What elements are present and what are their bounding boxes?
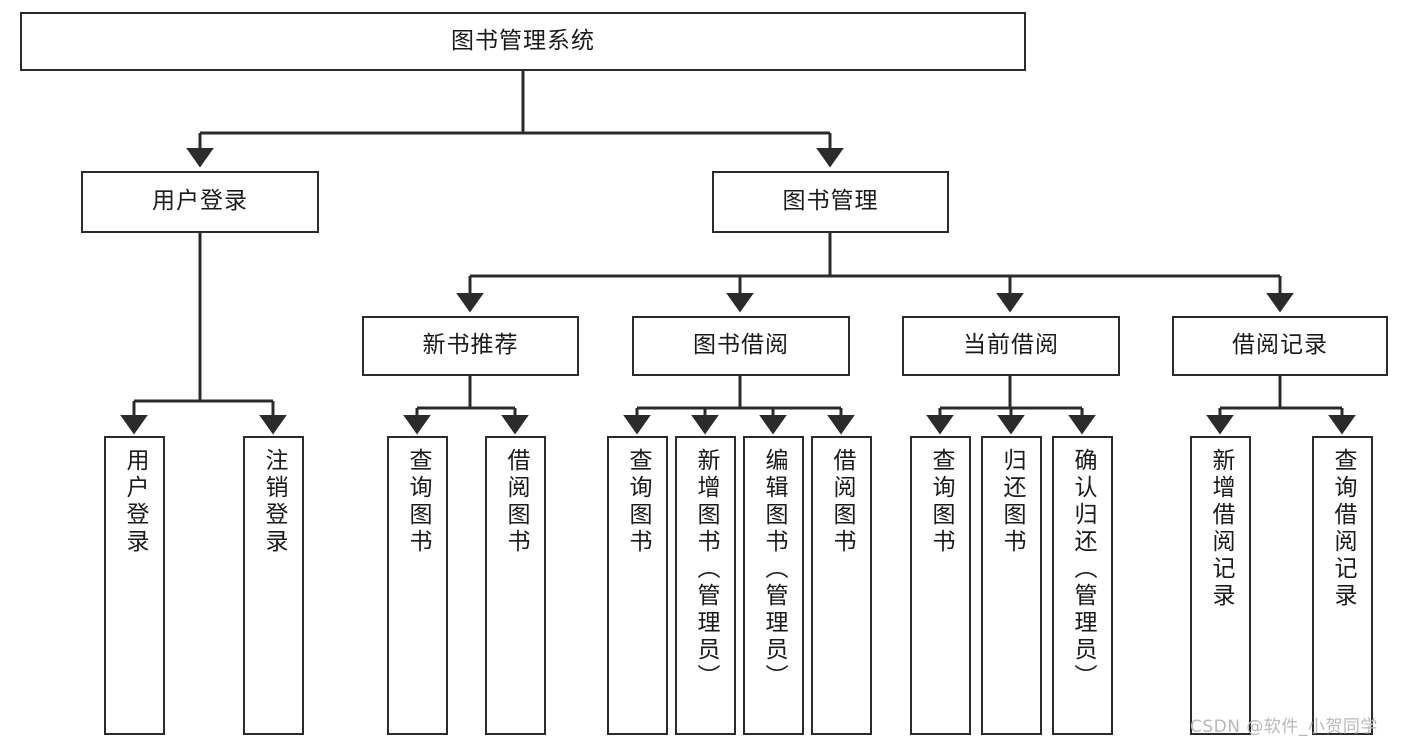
node-borrow-record[interactable]: 借阅记录 [1172,316,1388,376]
node-leaf-return-book[interactable]: 归还图书 [981,436,1042,735]
node-label: 查询图书 [625,448,651,556]
node-label: 图书管理系统 [451,27,595,54]
node-leaf-query-book-1[interactable]: 查询图书 [387,436,448,735]
node-label: 确认归还（管理员） [1070,448,1096,691]
node-leaf-add-record[interactable]: 新增借阅记录 [1190,436,1251,735]
node-label: 查询图书 [405,448,431,556]
node-label: 查询图书 [928,448,954,556]
node-label: 新书推荐 [422,332,519,359]
node-user-login[interactable]: 用户登录 [81,171,319,233]
csdn-watermark: CSDN @软件_小贺同学 [1190,717,1378,737]
node-leaf-add-book[interactable]: 新增图书（管理员） [675,436,736,735]
node-label: 借阅图书 [503,448,529,556]
node-label: 用户登录 [122,448,148,556]
node-label: 新增图书（管理员） [693,448,719,691]
node-label: 用户登录 [152,188,248,215]
node-leaf-query-book-2[interactable]: 查询图书 [607,436,668,735]
node-label: 图书管理 [782,188,879,215]
node-label: 图书借阅 [693,332,789,359]
node-label: 归还图书 [999,448,1025,556]
node-label: 借阅图书 [829,448,855,556]
node-leaf-edit-book[interactable]: 编辑图书（管理员） [743,436,804,735]
node-label: 编辑图书（管理员） [761,448,787,691]
node-leaf-user-login[interactable]: 用户登录 [104,436,165,735]
node-root-system[interactable]: 图书管理系统 [20,12,1026,71]
node-label: 借阅记录 [1232,332,1328,359]
node-book-manage[interactable]: 图书管理 [712,171,949,233]
node-label: 查询借阅记录 [1330,448,1356,610]
node-label: 当前借阅 [963,332,1059,359]
node-leaf-query-record[interactable]: 查询借阅记录 [1312,436,1373,735]
node-leaf-borrow-book-2[interactable]: 借阅图书 [811,436,872,735]
node-leaf-confirm-return[interactable]: 确认归还（管理员） [1052,436,1113,735]
node-label: 新增借阅记录 [1208,448,1234,610]
node-book-borrow[interactable]: 图书借阅 [632,316,850,376]
node-new-book-recommend[interactable]: 新书推荐 [362,316,579,376]
node-leaf-user-logout[interactable]: 注销登录 [243,436,304,735]
node-leaf-borrow-book-1[interactable]: 借阅图书 [485,436,546,735]
node-label: 注销登录 [261,448,287,556]
node-current-borrow[interactable]: 当前借阅 [902,316,1120,376]
node-leaf-query-book-3[interactable]: 查询图书 [910,436,971,735]
